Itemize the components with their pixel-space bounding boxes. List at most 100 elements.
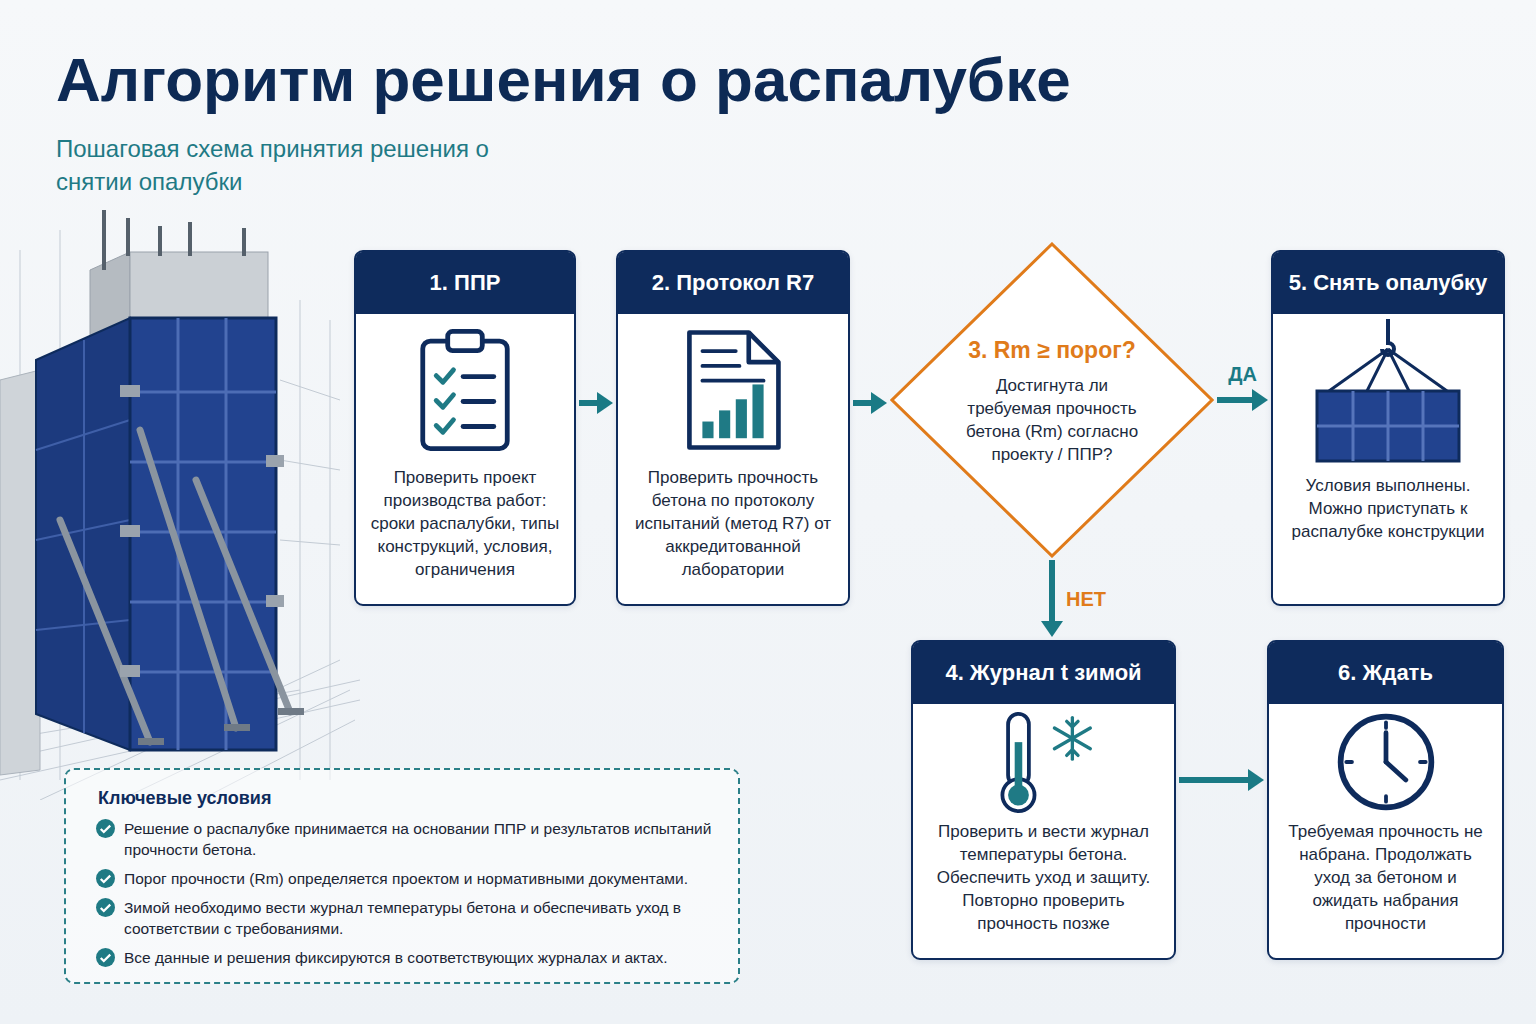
box-body: Проверить прочность бетона по протоколу … — [618, 466, 848, 595]
prop-feet — [138, 708, 304, 745]
rebar — [242, 228, 246, 256]
checkmark — [436, 420, 453, 432]
connector-arrow — [579, 392, 613, 414]
document-line — [702, 349, 735, 353]
clamp — [120, 385, 140, 397]
box-title: 6. Ждать — [1338, 660, 1433, 686]
prop-foot — [138, 738, 164, 745]
connector-arrow — [1217, 389, 1268, 411]
process-box: 6. Ждать Требуемая прочность не набрана.… — [1267, 640, 1504, 960]
diagram-caption: Пошаговая схема принятия решения о сняти… — [56, 132, 506, 198]
clock-face — [1340, 717, 1431, 808]
clock-icon — [1334, 710, 1438, 814]
edge-label: НЕТ — [1066, 587, 1106, 611]
clipboard-icon — [417, 325, 513, 455]
thermometer-icon — [979, 710, 1109, 814]
clipboard-board — [423, 341, 507, 449]
clamp — [120, 525, 140, 537]
bar-chart — [702, 384, 763, 438]
grid-line — [83, 340, 85, 733]
icon-area — [1269, 704, 1502, 820]
sling — [1329, 349, 1388, 391]
panel-heading: Ключевые условия — [98, 786, 718, 810]
bullet-item: Зимой необходимо вести журнал температур… — [124, 897, 718, 939]
clamp — [266, 595, 284, 607]
edge-label: ДА — [1228, 362, 1257, 386]
checkmarks — [436, 370, 453, 432]
clock-tick — [1346, 760, 1352, 764]
concrete-wall — [0, 370, 40, 775]
rebar — [158, 226, 162, 256]
grid-line — [1317, 425, 1459, 428]
bar — [702, 422, 713, 439]
rebars — [104, 210, 244, 270]
arrowhead — [871, 392, 887, 414]
list-line — [463, 424, 494, 429]
snowflake-tip — [1066, 750, 1077, 756]
crane-formwork-icon — [1303, 319, 1473, 469]
connector-line — [1049, 560, 1055, 623]
connector-line — [1179, 777, 1250, 783]
decision-question: Достигнута ли требуемая прочность бетона… — [959, 374, 1145, 466]
box-header: 1. ППР — [356, 252, 574, 314]
clamps — [120, 385, 284, 677]
formwork-panel — [1317, 391, 1459, 461]
box-title: 1. ППР — [430, 270, 501, 296]
clock-tick — [1384, 796, 1388, 802]
front-grid — [130, 318, 276, 750]
panel-grid — [1317, 391, 1459, 461]
document-line — [702, 364, 739, 368]
rebar — [188, 222, 192, 256]
clock-tick — [1420, 760, 1426, 764]
arrowhead — [1252, 389, 1268, 411]
icon-area — [1273, 314, 1503, 474]
box-header: 5. Снять опалубку — [1273, 252, 1503, 314]
sling — [1367, 349, 1388, 391]
grid-line — [36, 520, 130, 540]
connector-arrow — [853, 392, 887, 414]
clock-hands — [1386, 733, 1406, 780]
rebar — [102, 210, 106, 270]
clock-hand — [1383, 733, 1388, 762]
decision-diamond: 3. Rm ≥ порог?Достигнута ли требуемая пр… — [890, 242, 1214, 558]
grid-line — [130, 601, 276, 604]
prop-foot — [278, 708, 304, 715]
grid-line — [36, 620, 130, 630]
box-header: 2. Протокол R7 — [618, 252, 848, 314]
box-body: Проверить и вести журнал температуры бет… — [913, 820, 1174, 949]
props — [60, 430, 290, 742]
snowflake-arm — [1054, 728, 1090, 749]
process-box: 1. ППР Проверить проект производства раб… — [354, 250, 576, 606]
clock-ticks — [1346, 722, 1425, 801]
bullet-item: Решение о распалубке принимается на осно… — [124, 818, 718, 860]
list-line — [463, 399, 494, 404]
prop — [140, 430, 236, 728]
prop-foot — [224, 724, 250, 731]
bar — [736, 399, 747, 438]
arrowhead — [597, 392, 613, 414]
checkmark — [436, 395, 453, 407]
icon-area — [618, 314, 848, 466]
side-grid — [36, 340, 130, 733]
grid-line — [130, 391, 276, 394]
process-box: 2. Протокол R7 Проверить прочность бетон… — [616, 250, 850, 606]
formwork-side — [36, 318, 130, 750]
box-title: 2. Протокол R7 — [652, 270, 814, 296]
sketch-lines — [0, 230, 360, 800]
prop — [196, 480, 290, 712]
document-sheet — [689, 333, 778, 448]
bar — [752, 384, 763, 438]
crane-cable — [1386, 319, 1390, 335]
slings — [1329, 349, 1447, 391]
sling — [1388, 349, 1409, 391]
box-body: Проверить проект производства работ: сро… — [356, 466, 574, 595]
diagram-title: Алгоритм решения о распалубке — [56, 44, 1071, 115]
document-lines — [702, 351, 763, 381]
thermometer-fill — [1008, 785, 1029, 806]
connector-arrow — [1041, 560, 1063, 637]
list-line — [463, 374, 494, 379]
rebar — [126, 218, 130, 256]
snowflake-tip — [1066, 721, 1077, 727]
box-title: 4. Журнал t зимой — [945, 660, 1141, 686]
